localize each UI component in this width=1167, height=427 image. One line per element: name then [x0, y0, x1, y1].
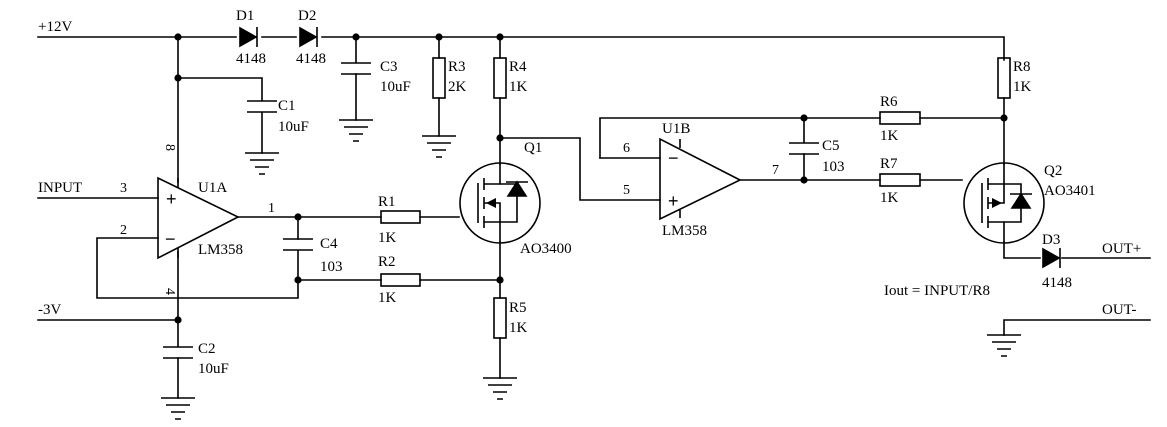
svg-text:AO3401: AO3401 — [1044, 183, 1096, 199]
svg-text:10uF: 10uF — [380, 79, 411, 95]
svg-text:1K: 1K — [509, 79, 528, 95]
resistors — [380, 57, 1011, 339]
resistor-r1 — [380, 210, 421, 224]
svg-text:−: − — [165, 229, 176, 249]
svg-text:4148: 4148 — [296, 51, 326, 67]
resistor-r7 — [879, 173, 921, 187]
ground-icon-c2 — [161, 397, 195, 420]
svg-text:LM358: LM358 — [198, 242, 243, 258]
svg-text:D1: D1 — [236, 8, 254, 24]
svg-text:C1: C1 — [278, 98, 296, 114]
svg-text:C3: C3 — [380, 59, 398, 75]
net-label-vee: -3V — [38, 302, 61, 318]
svg-text:3: 3 — [120, 181, 127, 196]
svg-text:C5: C5 — [822, 138, 840, 154]
svg-text:D2: D2 — [298, 8, 316, 24]
ground-icon-r3 — [422, 135, 456, 158]
svg-text:Q2: Q2 — [1044, 163, 1062, 179]
net-labels: +12V INPUT -3V OUT+ OUT- — [38, 19, 1141, 318]
opamp-u1a: + − — [157, 176, 240, 260]
pin-numbers: 3 2 1 8 4 6 5 7 — [120, 141, 779, 295]
svg-text:R7: R7 — [880, 156, 898, 172]
part-labels: D1 4148 D2 4148 C3 10uF R3 2K R4 1K C1 1… — [198, 8, 1096, 377]
diode-d3 — [1042, 247, 1061, 269]
svg-text:R2: R2 — [378, 254, 396, 270]
opamp-u1b: − + — [659, 137, 742, 221]
capacitor-c1 — [247, 100, 277, 113]
svg-text:1K: 1K — [378, 230, 397, 246]
capacitor-c5 — [789, 142, 819, 155]
capacitor-c4 — [283, 238, 313, 251]
svg-text:U1A: U1A — [198, 180, 227, 196]
svg-text:C4: C4 — [320, 236, 338, 252]
net-label-out-neg: OUT- — [1102, 302, 1136, 318]
svg-text:R1: R1 — [378, 194, 396, 210]
resistor-r2 — [380, 273, 421, 287]
ground-icon-r5 — [483, 377, 517, 400]
svg-text:R3: R3 — [448, 59, 466, 75]
svg-text:−: − — [668, 148, 679, 168]
svg-text:1K: 1K — [880, 190, 899, 206]
svg-text:1K: 1K — [509, 320, 528, 336]
svg-text:4: 4 — [162, 288, 177, 295]
ground-icon-c3 — [339, 119, 373, 142]
ground-icon-c1 — [245, 152, 279, 175]
svg-text:10uF: 10uF — [278, 119, 309, 135]
svg-text:10uF: 10uF — [198, 361, 229, 377]
svg-text:1K: 1K — [378, 290, 397, 306]
resistor-r4 — [493, 57, 507, 99]
mosfet-q2 — [963, 162, 1045, 244]
svg-text:103: 103 — [822, 159, 845, 175]
svg-text:R8: R8 — [1013, 59, 1031, 75]
svg-text:LM358: LM358 — [662, 223, 707, 239]
diode-d1 — [239, 26, 258, 48]
resistor-r3 — [432, 57, 446, 99]
svg-text:R6: R6 — [880, 94, 898, 110]
svg-text:AO3400: AO3400 — [520, 241, 572, 257]
svg-text:6: 6 — [623, 141, 630, 156]
svg-text:R4: R4 — [509, 59, 527, 75]
net-label-input: INPUT — [38, 180, 82, 196]
svg-text:D3: D3 — [1042, 232, 1060, 248]
resistor-r8 — [997, 57, 1011, 99]
svg-text:C2: C2 — [198, 341, 216, 357]
svg-text:1: 1 — [268, 201, 275, 216]
svg-text:R5: R5 — [509, 300, 527, 316]
wires — [37, 36, 1151, 399]
formula-note: Iout = INPUT/R8 — [884, 283, 990, 299]
svg-text:8: 8 — [162, 144, 177, 151]
ground-icon-out — [987, 334, 1021, 357]
capacitor-c2 — [163, 346, 193, 359]
svg-text:7: 7 — [772, 163, 779, 178]
svg-text:U1B: U1B — [662, 121, 690, 137]
svg-text:2K: 2K — [448, 79, 467, 95]
resistor-r5 — [493, 297, 507, 339]
ground-symbols — [161, 119, 1021, 420]
svg-text:103: 103 — [320, 259, 343, 275]
svg-text:Q1: Q1 — [524, 140, 542, 156]
svg-text:+: + — [166, 189, 177, 209]
svg-text:+: + — [668, 191, 679, 211]
svg-text:2: 2 — [120, 223, 127, 238]
svg-text:4148: 4148 — [1042, 275, 1072, 291]
svg-text:4148: 4148 — [236, 51, 266, 67]
capacitor-c3 — [341, 62, 371, 75]
svg-text:1K: 1K — [880, 128, 899, 144]
svg-text:1K: 1K — [1013, 79, 1032, 95]
mosfet-q1 — [459, 162, 541, 244]
junction-dots — [174, 33, 1008, 324]
net-label-vcc: +12V — [38, 19, 72, 35]
net-label-out-pos: OUT+ — [1102, 241, 1141, 257]
svg-text:5: 5 — [623, 183, 630, 198]
diode-d2 — [299, 26, 318, 48]
resistor-r6 — [879, 111, 921, 125]
